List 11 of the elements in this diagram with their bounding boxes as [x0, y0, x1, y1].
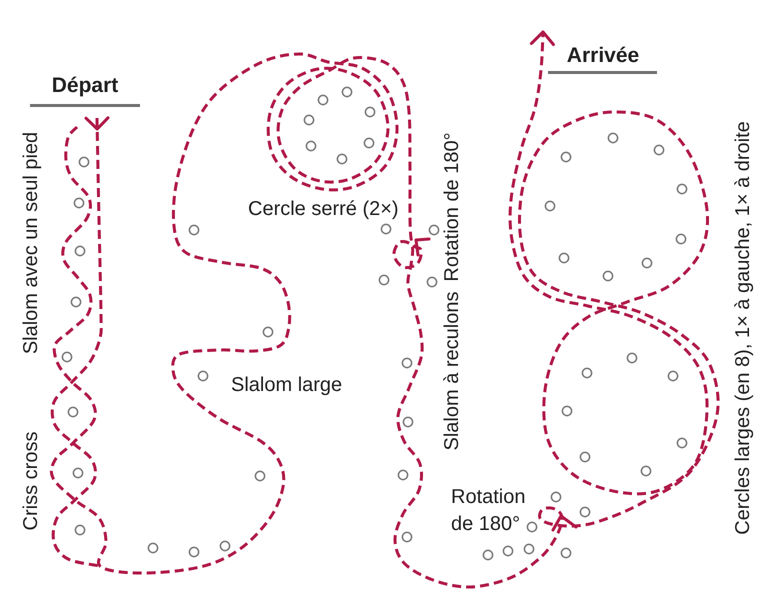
start-label: Départ [52, 74, 118, 98]
section-label: Slalom large [231, 374, 342, 396]
section-label: Rotation de 180° [451, 485, 526, 537]
section-label: Criss cross [20, 432, 42, 530]
section-label: Slalom à reculons [441, 292, 463, 450]
finish-label: Arrivée [566, 44, 640, 68]
section-label: Rotation de 180° [441, 132, 463, 282]
dashed-route-line [50, 30, 720, 588]
section-label: Cercle serré (2×) [248, 198, 399, 220]
section-label: Slalom avec un seul pied [20, 132, 42, 354]
section-label: Cercles larges (en 8), 1× à gauche, 1× à droite [732, 121, 754, 535]
